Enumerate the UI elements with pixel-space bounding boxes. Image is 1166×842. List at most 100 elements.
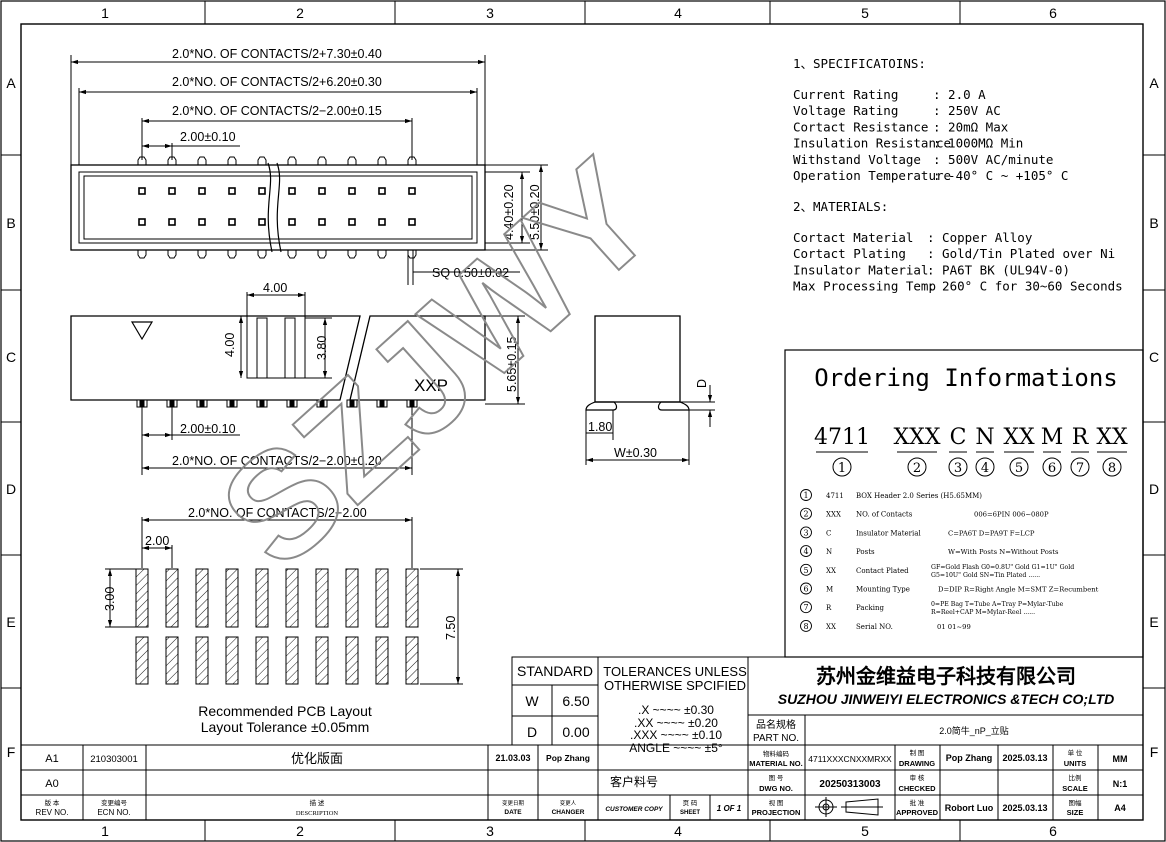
order-row-code: R bbox=[826, 604, 832, 612]
order-row-options: 01 01~99 bbox=[937, 623, 971, 631]
front-pin bbox=[376, 399, 388, 408]
order-code: 4711 bbox=[814, 425, 870, 450]
pcb-pad bbox=[225, 636, 239, 685]
order-row-code: 4711 bbox=[826, 492, 844, 500]
row-label-f-right: F bbox=[1150, 744, 1159, 760]
material-label: Cortact Material bbox=[793, 230, 913, 245]
size-label-cn: 图幅 bbox=[1069, 798, 1083, 807]
order-code-number-circle bbox=[1102, 457, 1122, 477]
title-block-text: 品名规格 PART NO. 2.0简牛_nP_立贴 物料编码 MATERIAL … bbox=[605, 718, 1127, 817]
top-view bbox=[70, 55, 548, 285]
order-row-options: W=With Posts N=Without Posts bbox=[948, 548, 1059, 556]
pcb-pad bbox=[375, 636, 389, 685]
col-label-4-bottom: 4 bbox=[674, 823, 682, 839]
col-label-1: 1 bbox=[101, 5, 109, 21]
dim-inner-length: 2.0*NO. OF CONTACTS/2+6.20±0.30 bbox=[172, 75, 382, 89]
col-label-2-bottom: 2 bbox=[296, 823, 304, 839]
order-row-options-cont: G5=10U" Gold SN=Tin Plated ...... bbox=[931, 572, 1040, 579]
pcb-pad bbox=[345, 568, 359, 628]
part-value: 2.0简牛_nP_立贴 bbox=[939, 725, 1009, 736]
changer-header-cn: 变更人 bbox=[560, 799, 577, 807]
front-view-pins bbox=[136, 399, 418, 408]
front-pin bbox=[346, 399, 358, 408]
order-row-number: 1 bbox=[803, 491, 808, 500]
material-label-cn: 物料编码 bbox=[763, 749, 790, 758]
material-label: Cortact Plating bbox=[793, 246, 906, 261]
material-label: Insulator Material bbox=[793, 262, 928, 277]
row-label-b-right: B bbox=[1149, 215, 1158, 231]
row-label-e-right: E bbox=[1149, 614, 1158, 630]
order-code-number: 8 bbox=[1108, 461, 1116, 476]
top-pin bbox=[407, 156, 417, 259]
order-code: XX bbox=[1096, 425, 1128, 450]
pcb-pad bbox=[165, 568, 179, 628]
pcb-pad bbox=[315, 636, 329, 685]
row-label-a-right: A bbox=[1149, 75, 1159, 91]
standard-val-d: 0.00 bbox=[562, 724, 589, 740]
spec-label: Current Rating bbox=[793, 87, 898, 102]
dim-outer-height: 5.50±0.20 bbox=[528, 184, 542, 240]
pcb-pad bbox=[405, 636, 419, 685]
drawing-date: 2025.03.13 bbox=[1002, 753, 1047, 763]
pcb-pad bbox=[255, 568, 269, 628]
units-value: MM bbox=[1113, 754, 1128, 764]
rev-1-date: 21.03.03 bbox=[495, 753, 530, 763]
dim-side-width: W±0.30 bbox=[614, 446, 657, 460]
front-pin bbox=[256, 399, 268, 408]
order-row-options: 0=PE Bag T=Tube A=Tray P=Mylar-Tube bbox=[931, 601, 1064, 608]
rev-2: A0 bbox=[45, 778, 58, 790]
top-pin bbox=[317, 156, 327, 259]
order-code: XX bbox=[1003, 425, 1035, 450]
spec-label: Operation Temperature bbox=[793, 168, 951, 183]
pcb-pad bbox=[195, 568, 209, 628]
rev-header-en: REV NO. bbox=[36, 808, 69, 817]
projection-symbol-icon bbox=[815, 797, 883, 817]
customer-copy: CUSTOMER COPY bbox=[605, 806, 663, 813]
drawing-label-en: DRAWING bbox=[899, 759, 935, 768]
sheet-label-en: SHEET bbox=[680, 810, 700, 816]
col-label-3-bottom: 3 bbox=[486, 823, 494, 839]
dim-pcb-row: 7.50 bbox=[444, 616, 458, 640]
order-row-desc: Contact Plated bbox=[856, 567, 909, 575]
order-code-number: 6 bbox=[1048, 461, 1056, 476]
watermark: SZJWY bbox=[189, 128, 685, 599]
pcb-pad bbox=[165, 636, 179, 685]
changer-header-en: CHANGER bbox=[552, 809, 585, 816]
top-view-pins bbox=[137, 156, 417, 259]
order-code-number-circle bbox=[832, 457, 852, 477]
sheet-value: 1 OF 1 bbox=[717, 804, 742, 813]
pcb-pad bbox=[285, 568, 299, 628]
order-row-number: 2 bbox=[803, 510, 808, 519]
tolerance-row-3: .XXX ~~~~ ±0.10 bbox=[630, 728, 722, 742]
dim-pitch-mid: 2.00±0.10 bbox=[180, 422, 236, 436]
dim-inner-height: 4.40±0.20 bbox=[502, 184, 516, 240]
approved-date: 2025.03.13 bbox=[1002, 803, 1047, 813]
ecn-header-cn: 变更编号 bbox=[101, 798, 128, 807]
dim-overall-length: 2.0*NO. OF CONTACTS/2+7.30±0.40 bbox=[172, 47, 382, 61]
pcb-pad bbox=[345, 636, 359, 685]
checked-label-cn: 审 核 bbox=[910, 773, 925, 782]
order-code-number: 4 bbox=[981, 461, 989, 476]
front-pin bbox=[136, 399, 148, 408]
row-label-a: A bbox=[6, 75, 16, 91]
dimension-text: 2.0*NO. OF CONTACTS/2+7.30±0.40 2.0*NO. … bbox=[103, 47, 709, 640]
pcb-pads bbox=[135, 568, 419, 685]
front-pin bbox=[316, 399, 328, 408]
pcb-pad bbox=[135, 568, 149, 628]
order-code-number-circle bbox=[975, 457, 995, 477]
standard-key-w: W bbox=[525, 693, 539, 709]
spec-label: Insulation Resistance bbox=[793, 136, 951, 151]
pcb-pad bbox=[405, 568, 419, 628]
spec-label: Withstand Voltage bbox=[793, 152, 921, 167]
dim-pcb-span: 2.0*NO. OF CONTACTS/2−2.00 bbox=[188, 506, 367, 520]
order-code-number: 7 bbox=[1076, 461, 1084, 476]
spec-label: Voltage Rating bbox=[793, 103, 898, 118]
dim-body-height: 5.65±0.15 bbox=[505, 336, 519, 392]
company-block: 苏州金维益电子科技有限公司 SUZHOU JINWEIYI ELECTRONIC… bbox=[778, 664, 1115, 707]
pcb-pad bbox=[285, 636, 299, 685]
